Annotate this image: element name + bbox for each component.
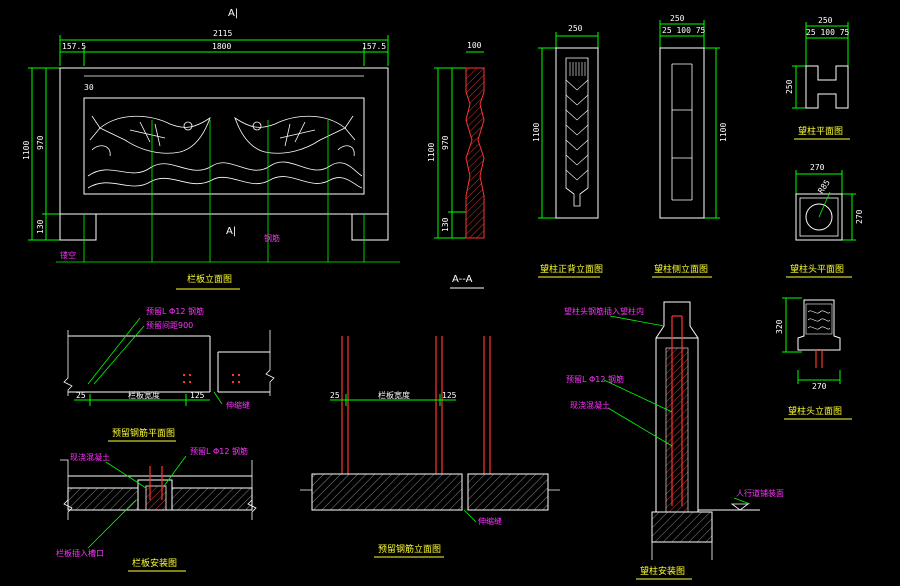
post-plan-dim-side: 250: [785, 79, 794, 94]
head-plan-title: 望柱头平面图: [790, 263, 844, 275]
rebar-elev-dim-25: 25: [330, 391, 340, 400]
head-front-dim-270: 270: [812, 382, 827, 391]
post-plan-title: 望柱平面图: [798, 125, 843, 137]
post-install-note-concrete: 现浇混凝土: [570, 400, 610, 410]
rebar-elev-joint: 伸缩缝: [478, 516, 502, 526]
post-front-dim-1100: 1100: [532, 123, 541, 142]
section-dim-130: 130: [441, 217, 450, 232]
panel-front-elevation: A| 2115 157.5 1800 157.5 1100 970 130 30: [22, 8, 400, 290]
dim-base-130: 130: [36, 219, 45, 234]
dim-inner-970: 970: [36, 135, 45, 150]
post-plan-dim-250: 250: [818, 16, 833, 25]
post-plan-dim-parts: 25 100 75: [806, 28, 850, 37]
dim-total-2115: 2115: [213, 29, 232, 38]
rebar-plan-dim-25: 25: [76, 391, 86, 400]
rebar-plan-joint: 伸缩缝: [226, 400, 250, 410]
post-install: 望柱头钢筋插入望柱内 预留L Φ12 钢筋 现浇混凝土 人行道铺装面 望柱安装图: [564, 301, 784, 580]
post-plan: 250 25 100 75 250 望柱平面图: [785, 16, 850, 140]
head-plan-dim-270: 270: [810, 163, 825, 172]
panel-front-title: 栏板立面图: [187, 273, 232, 285]
post-front-elevation: 250 1100 望柱正背立面图: [532, 24, 603, 278]
post-side-elevation: 250 25 100 75 1100 望柱侧立面图: [652, 14, 728, 278]
rebar-plan-dim-125: 125: [190, 391, 205, 400]
rebar-plan-note-2: 预留间距900: [146, 320, 193, 330]
post-side-dim-parts: 25 100 75: [662, 26, 706, 35]
post-install-title: 望柱安装图: [640, 565, 685, 577]
post-install-note-rebar: 预留L Φ12 钢筋: [566, 374, 624, 384]
rebar-plan: 预留L Φ12 钢筋 预留间距900 25 栏板宽度 125 伸缩缝 预留钢筋平…: [63, 306, 275, 442]
post-install-note-top: 望柱头钢筋插入望柱内: [564, 306, 644, 316]
rebar-elev-title: 预留钢筋立面图: [378, 543, 441, 555]
head-front-title: 望柱头立面图: [788, 405, 842, 417]
post-side-dim-250: 250: [670, 14, 685, 23]
rebar-elev-dim-125: 125: [442, 391, 457, 400]
panel-install: 现浇混凝土 预留L Φ12 钢筋 栏板插入槽口 栏板安装图: [56, 446, 257, 572]
panel-install-title: 栏板安装图: [132, 557, 177, 569]
install-note-slot: 栏板插入槽口: [56, 548, 104, 558]
post-head-plan: 270 270 R85 望柱头平面图: [786, 163, 864, 278]
carp-carving: [87, 115, 363, 189]
post-front-title: 望柱正背立面图: [540, 263, 603, 275]
rebar-plan-dim-mid: 栏板宽度: [128, 390, 160, 400]
head-plan-dim-side: 270: [855, 209, 864, 224]
rebar-plan-title: 预留钢筋平面图: [112, 427, 175, 439]
head-front-dim-320: 320: [775, 319, 784, 334]
install-note-rebar: 预留L Φ12 钢筋: [190, 446, 248, 456]
post-head-front: 320 270 望柱头立面图: [775, 297, 852, 420]
post-side-title: 望柱侧立面图: [654, 263, 708, 275]
post-side-dim-1100: 1100: [719, 123, 728, 142]
rebar-elev-dim-mid: 栏板宽度: [378, 390, 410, 400]
section-mark-a-top: A|: [228, 8, 238, 19]
install-note-concrete: 现浇混凝土: [70, 452, 110, 462]
section-mark-a-bottom: A|: [226, 226, 236, 237]
section-dim-1100: 1100: [427, 143, 436, 162]
dim-right-157: 157.5: [362, 42, 386, 51]
rebar-plan-note-1: 预留L Φ12 钢筋: [146, 306, 204, 316]
section-dim-100: 100: [467, 41, 482, 50]
label-hole: 镂空: [60, 250, 76, 260]
panel-section: 100 1100 970 130: [427, 41, 485, 239]
label-rebar: 钢筋: [264, 233, 280, 243]
post-install-note-ground: 人行道铺装面: [736, 488, 784, 498]
post-front-dim-250: 250: [568, 24, 583, 33]
dim-height-1100: 1100: [22, 141, 31, 160]
rebar-elevation: A--A 25 栏板宽度 125 伸缩缝 预留钢筋立面图: [300, 274, 560, 558]
dim-left-157: 157.5: [62, 42, 86, 51]
dim-small-30: 30: [84, 83, 94, 92]
dim-mid-1800: 1800: [212, 42, 231, 51]
section-dim-970: 970: [441, 135, 450, 150]
section-aa-title: A--A: [452, 274, 473, 285]
